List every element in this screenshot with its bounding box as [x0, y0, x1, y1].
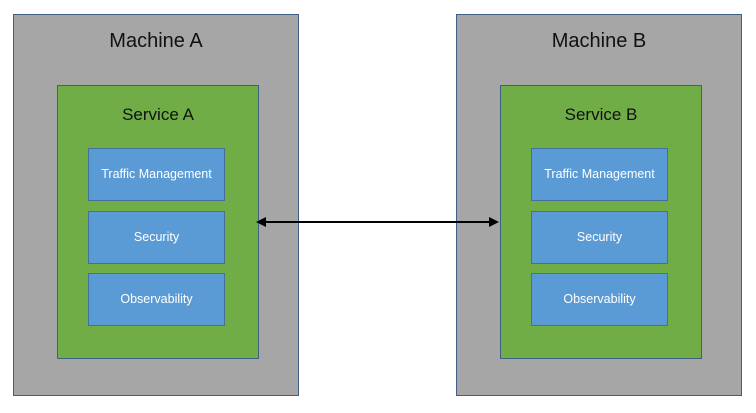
service-b-security-box: Security [531, 211, 668, 264]
machine-a-title: Machine A [109, 30, 203, 52]
service-a-traffic-management-box: Traffic Management [88, 148, 225, 201]
service-b-box: Service B Traffic Management Security Ob… [500, 85, 702, 359]
service-b-title: Service B [564, 105, 638, 124]
service-a-observability-box: Observability [88, 273, 225, 326]
service-b-traffic-management-box: Traffic Management [531, 148, 668, 201]
service-a-title: Service A [122, 105, 194, 124]
service-b-observability-box: Observability [531, 273, 668, 326]
service-a-box: Service A Traffic Management Security Ob… [57, 85, 259, 359]
service-a-security-box: Security [88, 211, 225, 264]
machine-a-box: Machine A Service A Traffic Management S… [13, 14, 299, 396]
machine-b-box: Machine B Service B Traffic Management S… [456, 14, 742, 396]
machine-b-title: Machine B [551, 30, 647, 52]
